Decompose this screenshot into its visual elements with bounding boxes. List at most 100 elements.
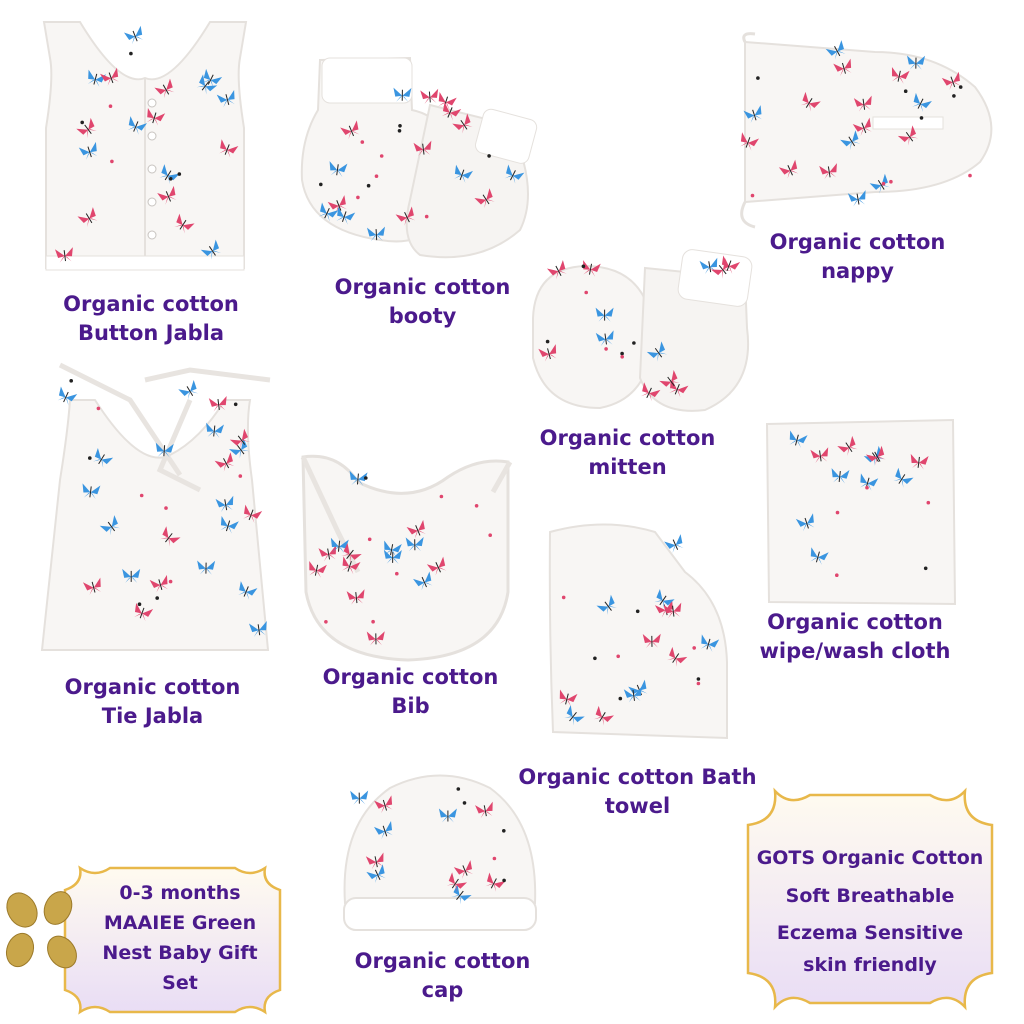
butterfly-motif [778, 159, 799, 179]
butterfly-motif [420, 88, 439, 105]
label-cap: Organic cotton cap [330, 947, 555, 1005]
polka-dot [696, 677, 701, 681]
polka-dot [139, 493, 144, 498]
polka-dot [923, 566, 928, 571]
polka-dot [919, 116, 924, 120]
polka-dot [164, 506, 168, 510]
product-booty [300, 50, 545, 265]
polka-dot [324, 620, 328, 624]
label-line2: Bib [391, 694, 430, 718]
label-mitten: Organic cotton mitten [515, 424, 740, 482]
polka-dot [502, 878, 506, 883]
polka-dot [561, 595, 566, 600]
nappy-image [740, 32, 993, 229]
product-wash-cloth [765, 418, 957, 606]
butterfly-motif [800, 91, 821, 112]
polka-dot [692, 646, 696, 650]
polka-dot [903, 89, 908, 93]
mitten-image [532, 249, 753, 412]
butterfly-motif [366, 631, 385, 646]
polka-dot [926, 500, 931, 505]
butterfly-motif [654, 588, 675, 610]
butterfly-motif [837, 435, 858, 456]
label-line2: cap [421, 978, 464, 1002]
butterfly-motif [596, 594, 617, 616]
butterfly-motif [395, 206, 416, 226]
butterfly-motif [475, 801, 493, 819]
polka-dot [424, 214, 429, 219]
polka-dot [620, 355, 624, 359]
label-line1: Organic cotton [322, 665, 499, 689]
label-button-jabla: Organic cotton Button Jabla [40, 290, 262, 348]
butterfly-motif [452, 113, 473, 134]
polka-dot [604, 347, 608, 351]
polka-dot [439, 494, 444, 499]
polka-dot [881, 181, 886, 186]
butterfly-motif [893, 467, 914, 488]
butterfly-motif [122, 568, 141, 583]
polka-dot [584, 290, 588, 295]
polka-dot [958, 85, 963, 89]
label-line1: Organic cotton [767, 610, 943, 634]
polka-dot [593, 656, 597, 661]
butterfly-motif [77, 207, 98, 227]
polka-dot [865, 485, 869, 490]
bath-towel-image [548, 523, 728, 740]
polka-dot [177, 172, 182, 176]
butterfly-motif [446, 872, 468, 893]
polka-dot [366, 183, 371, 188]
polka-dot [108, 104, 113, 108]
butterfly-motif [405, 537, 424, 552]
polka-dot [69, 379, 73, 383]
polka-dot [487, 154, 491, 158]
butterfly-motif [93, 448, 114, 468]
coffee-beans-decoration [5, 891, 77, 969]
label-line1: Organic cotton Bath [518, 765, 757, 789]
butterfly-motif [159, 164, 180, 184]
polka-dot [80, 120, 84, 125]
polka-dot [835, 573, 839, 577]
wash-cloth-image [765, 418, 957, 606]
polka-dot [374, 174, 379, 178]
polka-dot [545, 339, 550, 344]
gift-line-3: Nest Baby Gift [102, 942, 258, 964]
label-booty: Organic cotton booty [300, 273, 545, 331]
butterfly-motif [438, 808, 457, 823]
polka-dot [835, 510, 840, 515]
polka-dot [137, 602, 142, 606]
butterfly-motif [99, 515, 121, 536]
tie-jabla-image [40, 362, 271, 651]
polka-dot [889, 179, 893, 184]
butterfly-motif [659, 369, 680, 391]
butterfly-motif [912, 92, 932, 113]
bib-image [300, 454, 513, 662]
polka-dot [367, 537, 372, 542]
polka-dot [129, 51, 133, 56]
butterfly-motif [238, 581, 258, 600]
polka-dot [395, 571, 399, 576]
polka-dot [474, 504, 479, 508]
gift-set-badge: 0-3 months MAAIEE Green Nest Baby Gift S… [0, 860, 290, 1020]
polka-dot [319, 182, 323, 187]
polka-dot [616, 654, 620, 659]
polka-dot [462, 801, 467, 805]
polka-dot [360, 140, 365, 144]
polka-dot [110, 159, 114, 164]
butterfly-motif [852, 117, 872, 137]
butterfly-motif [564, 705, 585, 726]
butterfly-motif [667, 646, 688, 667]
product-button-jabla [40, 18, 250, 288]
gift-line-4: Set [162, 972, 198, 994]
butterfly-motif [865, 445, 886, 466]
gift-line-1: 0-3 months [119, 882, 241, 904]
label-bath-towel: Organic cotton Bath towel [500, 763, 775, 821]
cap-image [343, 774, 537, 931]
label-line2: nappy [821, 259, 894, 283]
polka-dot [750, 193, 755, 198]
feature-line-4: skin friendly [803, 954, 937, 976]
butterfly-motif [123, 25, 144, 45]
fabric-print [740, 40, 972, 207]
polka-dot [618, 696, 623, 701]
polka-dot [620, 351, 624, 356]
feature-line-1: GOTS Organic Cotton [756, 847, 984, 869]
